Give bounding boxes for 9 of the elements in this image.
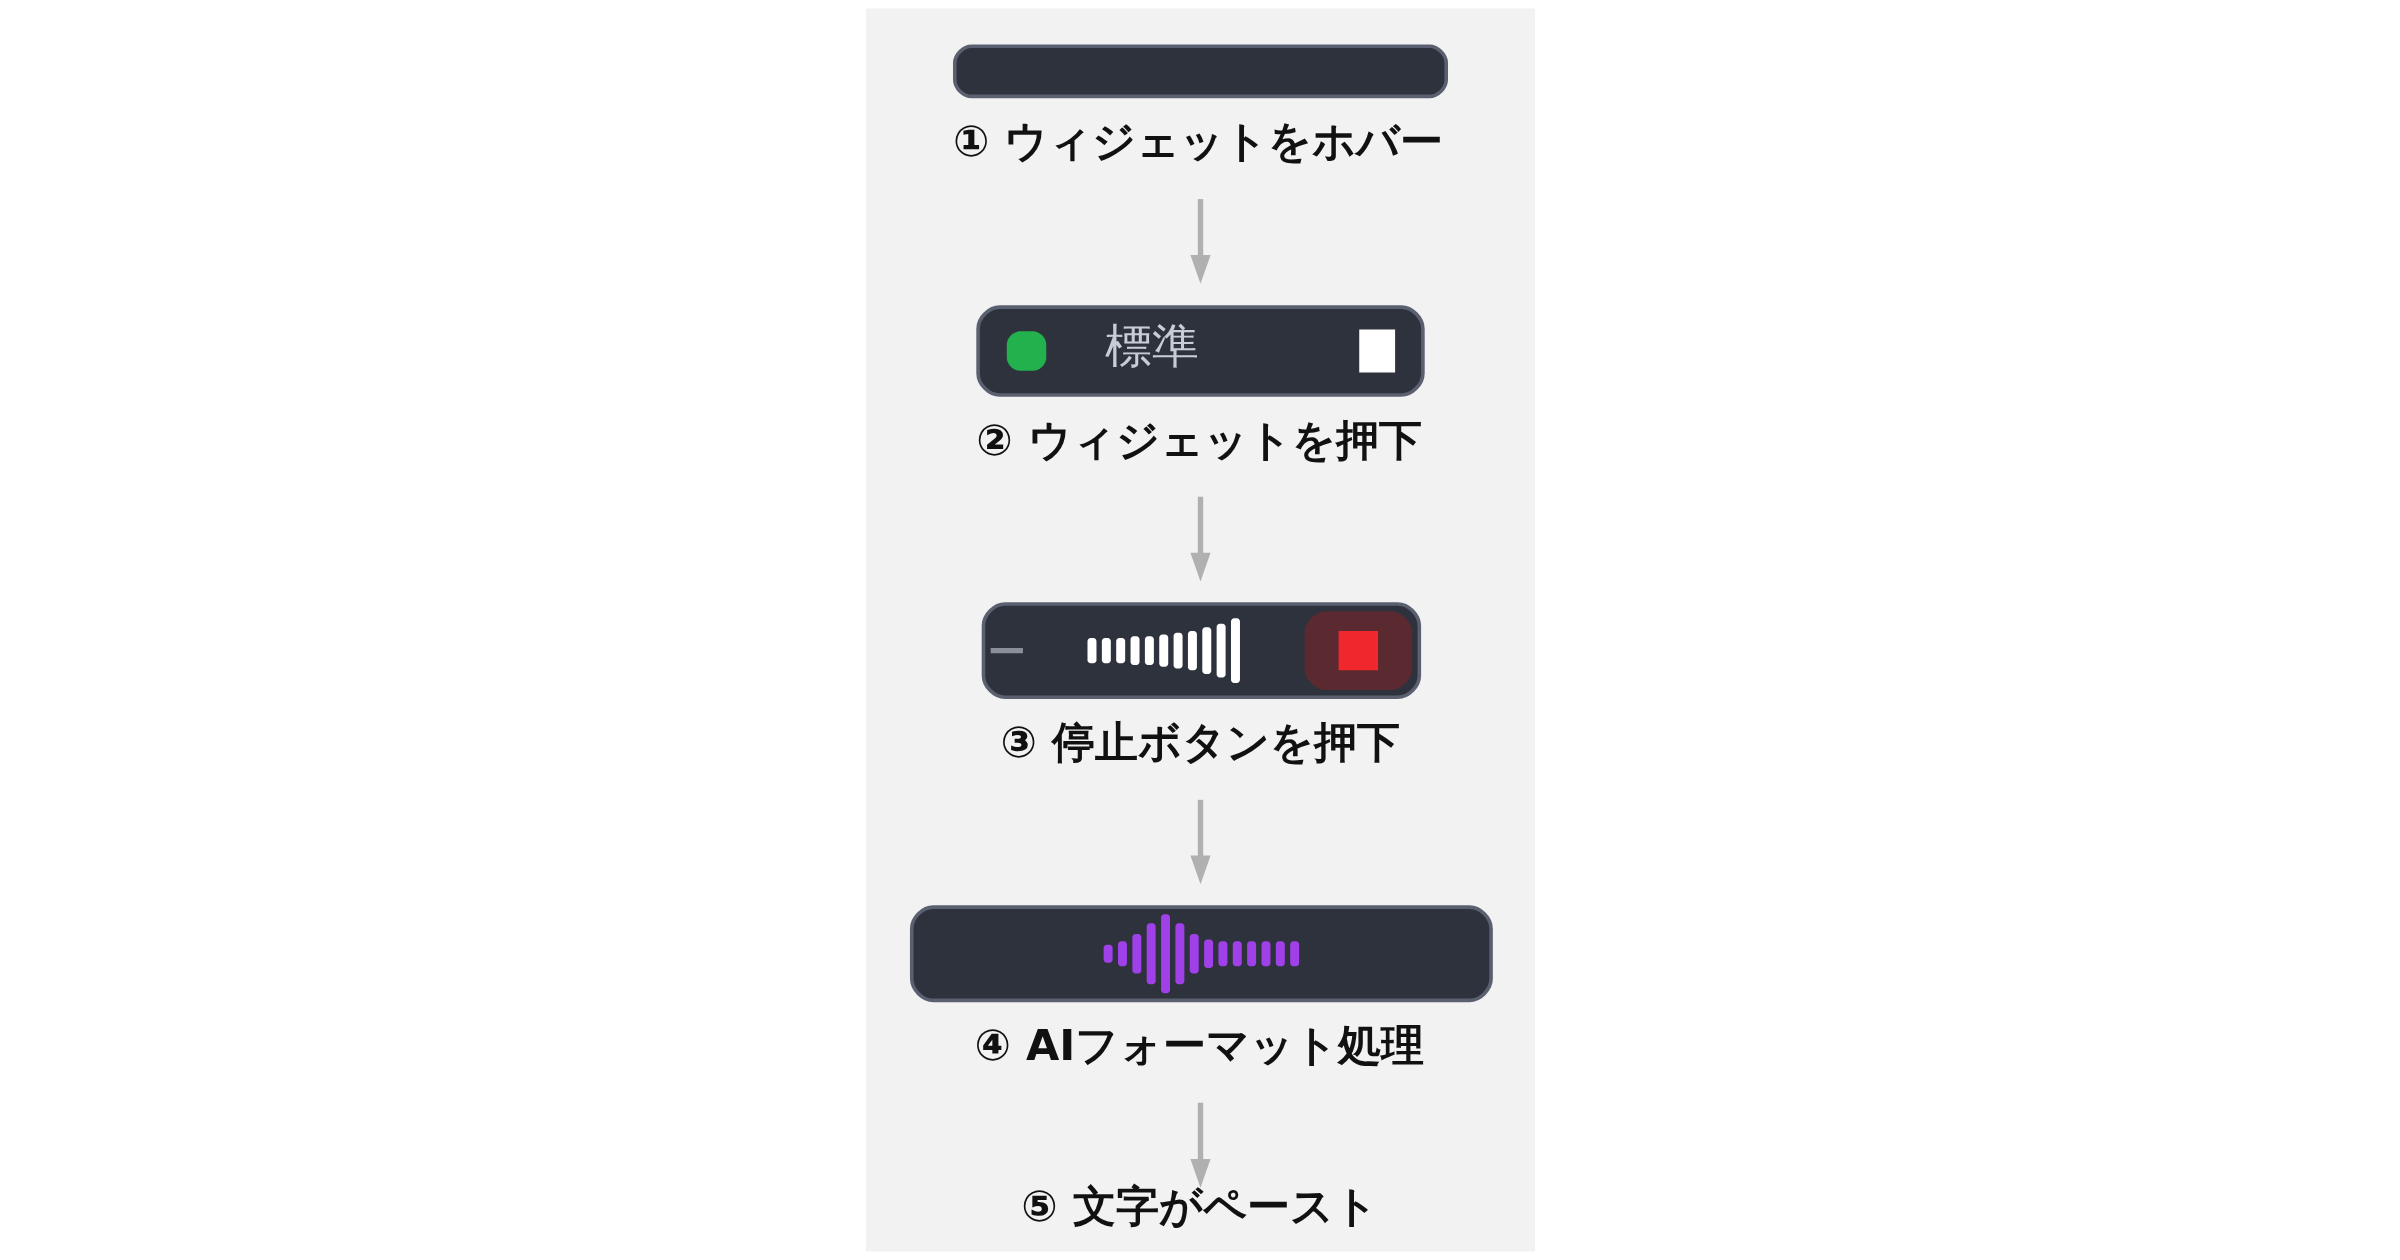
arrow <box>1189 1102 1211 1188</box>
node-label: ① ウィジェットをホバー <box>952 115 1443 166</box>
node-label: ④ AIフォーマット処理 <box>974 1019 1424 1070</box>
node-label: ③ 停止ボタンを押下 <box>1000 716 1400 767</box>
arrow <box>1189 799 1211 885</box>
node-text: ⑤ 文字がペースト <box>1020 1181 1378 1232</box>
arrow <box>1189 199 1211 284</box>
arrow <box>1189 496 1211 582</box>
node-label: ② ウィジェットを押下 <box>975 414 1422 465</box>
